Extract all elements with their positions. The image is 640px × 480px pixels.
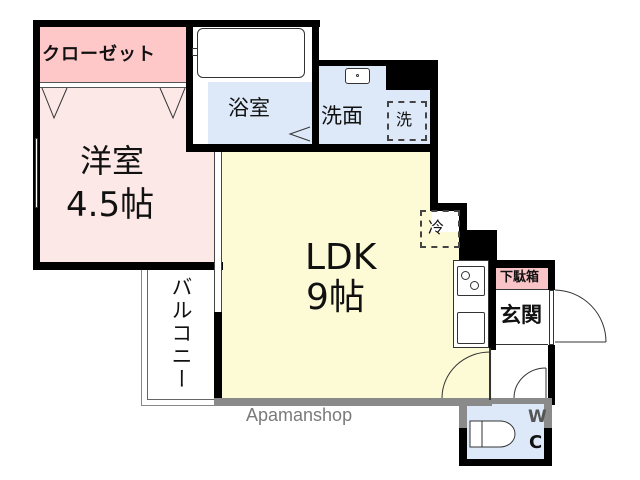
wall [33, 262, 223, 270]
wall [430, 203, 466, 211]
fridge-space-icon [420, 210, 460, 248]
shoe-box-label: 下駄箱 [500, 270, 540, 285]
ldk-size: 9帖 [306, 277, 365, 318]
wall [548, 345, 555, 405]
entrance-area [496, 290, 548, 345]
outer-wall [544, 398, 552, 428]
closet-door-icon [41, 87, 186, 120]
bathtub-icon [197, 28, 305, 78]
closet-label: クローゼット [42, 44, 156, 65]
partition [214, 152, 222, 312]
washer-label: 洗 [396, 110, 413, 129]
closet-area [40, 27, 187, 82]
burner-icon [461, 271, 470, 280]
watermark: Apamanshop [246, 405, 353, 425]
western-room-size: 4.5帖 [66, 185, 155, 225]
washroom-label: 洗面 [321, 104, 363, 128]
ldk-label: LDK [305, 237, 377, 278]
door-line [489, 348, 491, 400]
sink-icon [457, 312, 485, 344]
wall [459, 203, 467, 233]
shoe-box-area [496, 268, 548, 290]
hallway-area [496, 348, 548, 403]
wall [214, 312, 222, 400]
wall [186, 144, 436, 152]
washer-space-icon [387, 101, 427, 141]
toilet-bowl-icon [469, 420, 516, 448]
entrance-label: 玄関 [500, 303, 542, 327]
wall [33, 20, 320, 27]
door-jamb [549, 290, 554, 345]
entrance-door-icon [554, 289, 607, 343]
toilet-door-icon [513, 367, 547, 399]
toilet-label-c: C [529, 432, 543, 453]
closet-separator [40, 82, 187, 88]
wall [544, 428, 552, 466]
outer-wall [492, 398, 552, 404]
western-room-label: 洋室 [80, 142, 145, 180]
bathroom-door-icon [288, 126, 311, 142]
wall [489, 260, 555, 268]
wall [430, 60, 438, 210]
balcony-outline-inner [147, 268, 217, 400]
fridge-label: 冷 [428, 218, 445, 237]
faucet-icon [192, 48, 198, 56]
window [35, 138, 38, 208]
balcony-label: バルコニー [169, 276, 193, 391]
bathroom-floor [208, 82, 313, 144]
wall [312, 60, 438, 66]
drain-icon [356, 74, 359, 77]
wall [186, 20, 193, 152]
bathroom-label: 浴室 [228, 96, 270, 120]
outer-wall [214, 398, 492, 406]
wall [312, 20, 319, 152]
wall [386, 60, 438, 90]
burner-icon [470, 281, 479, 290]
ldk-door-icon [441, 351, 491, 399]
western-room-area [40, 88, 214, 262]
ldk-area [222, 152, 432, 400]
wall [548, 260, 555, 290]
toilet-label-w: W [528, 407, 547, 427]
outer-wall [459, 398, 467, 428]
wall [459, 459, 552, 466]
wall [459, 428, 467, 466]
wall [459, 230, 497, 260]
wall [489, 260, 496, 350]
